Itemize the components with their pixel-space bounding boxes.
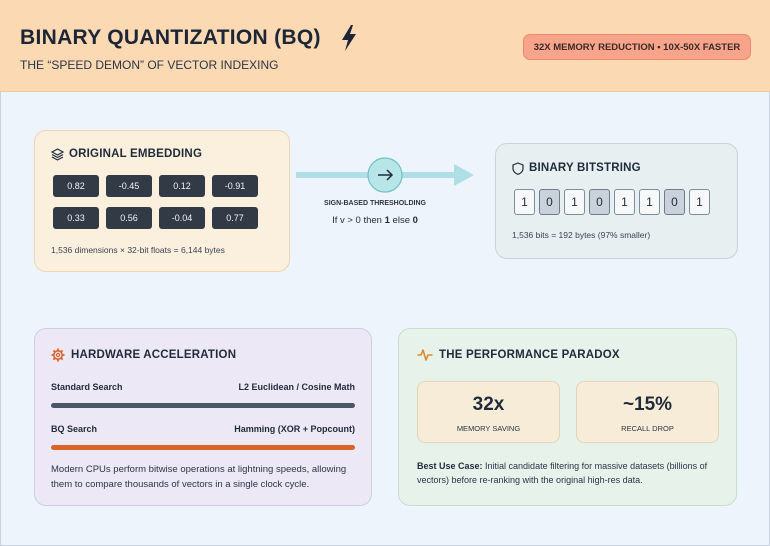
bit-cell: 1: [614, 189, 635, 215]
bit-cell: 1: [564, 189, 585, 215]
performance-paradox-title: THE PERFORMANCE PARADOX: [439, 349, 620, 361]
bq-search-label: BQ Search: [51, 424, 98, 434]
binary-bitstring-card: BINARY BITSTRING 1 0 1 0 1 1 0 1 1,536 b…: [495, 143, 738, 259]
header: BINARY QUANTIZATION (BQ) THE “SPEED DEMO…: [0, 0, 770, 92]
gear-icon: [51, 348, 65, 362]
threshold-rule-prefix: If v > 0 then: [332, 215, 385, 226]
performance-paradox-card: THE PERFORMANCE PARADOX 32x MEMORY SAVIN…: [398, 328, 737, 506]
original-embedding-title: ORIGINAL EMBEDDING: [69, 148, 203, 160]
embedding-size-note: 1,536 dimensions × 32-bit floats = 6,144…: [51, 245, 225, 255]
bit-cell: 0: [589, 189, 610, 215]
page-subtitle: THE “SPEED DEMON” OF VECTOR INDEXING: [20, 58, 279, 72]
embedding-value: -0.45: [106, 175, 152, 197]
stat-value: 32x: [472, 394, 505, 415]
embedding-value: 0.82: [53, 175, 99, 197]
memory-saving-stat: 32x MEMORY SAVING: [417, 381, 560, 443]
stat-label: RECALL DROP: [621, 424, 674, 433]
bit-cell: 0: [664, 189, 685, 215]
embedding-value: 0.33: [53, 207, 99, 229]
page-title: BINARY QUANTIZATION (BQ): [20, 26, 321, 49]
threshold-rule: If v > 0 then 1 else 0: [300, 215, 450, 226]
bit-cell: 1: [689, 189, 710, 215]
bit-cell: 0: [539, 189, 560, 215]
threshold-label: SIGN-BASED THRESHOLDING: [324, 200, 426, 207]
hardware-acceleration-card: HARDWARE ACCELERATION Standard Search L2…: [34, 328, 372, 506]
embedding-value: -0.04: [159, 207, 205, 229]
bq-search-bar: [51, 445, 355, 450]
bit-cell: 1: [514, 189, 535, 215]
threshold-arrow: [296, 157, 474, 193]
embedding-value: 0.56: [106, 207, 152, 229]
original-embedding-card: ORIGINAL EMBEDDING 0.82 -0.45 0.12 -0.91…: [34, 130, 290, 272]
stat-label: MEMORY SAVING: [456, 424, 521, 433]
hardware-acceleration-title: HARDWARE ACCELERATION: [71, 349, 237, 361]
standard-search-label: Standard Search: [51, 382, 123, 392]
threshold-rule-one: 1: [384, 215, 390, 226]
best-use-case-label: Best Use Case:: [417, 461, 483, 471]
embedding-value: 0.12: [159, 175, 205, 197]
best-use-case: Best Use Case: Initial candidate filteri…: [417, 459, 727, 487]
standard-search-bar: [51, 403, 355, 408]
best-use-case-text: Initial candidate filtering for massive …: [417, 461, 708, 485]
bq-search-method: Hamming (XOR + Popcount): [234, 424, 355, 434]
standard-search-method: L2 Euclidean / Cosine Math: [238, 382, 355, 392]
stat-value: ~15%: [622, 394, 673, 415]
threshold-rule-mid: else: [389, 215, 413, 226]
embedding-value: -0.91: [212, 175, 258, 197]
hardware-description: Modern CPUs perform bitwise operations a…: [51, 464, 347, 490]
shield-icon: [512, 162, 524, 175]
embedding-value: 0.77: [212, 207, 258, 229]
summary-badge: 32X MEMORY REDUCTION • 10X-50X FASTER: [523, 34, 751, 60]
arrow-right-icon: [378, 169, 394, 181]
recall-drop-stat: ~15% RECALL DROP: [576, 381, 719, 443]
bit-cell: 1: [639, 189, 660, 215]
threshold-rule-zero: 0: [412, 215, 418, 226]
pulse-icon: [417, 349, 433, 361]
bitstring-size-note: 1,536 bits = 192 bytes (97% smaller): [512, 230, 651, 240]
lightning-bolt-icon: [342, 25, 356, 51]
layers-icon: [51, 148, 64, 161]
binary-bitstring-title: BINARY BITSTRING: [529, 162, 641, 174]
